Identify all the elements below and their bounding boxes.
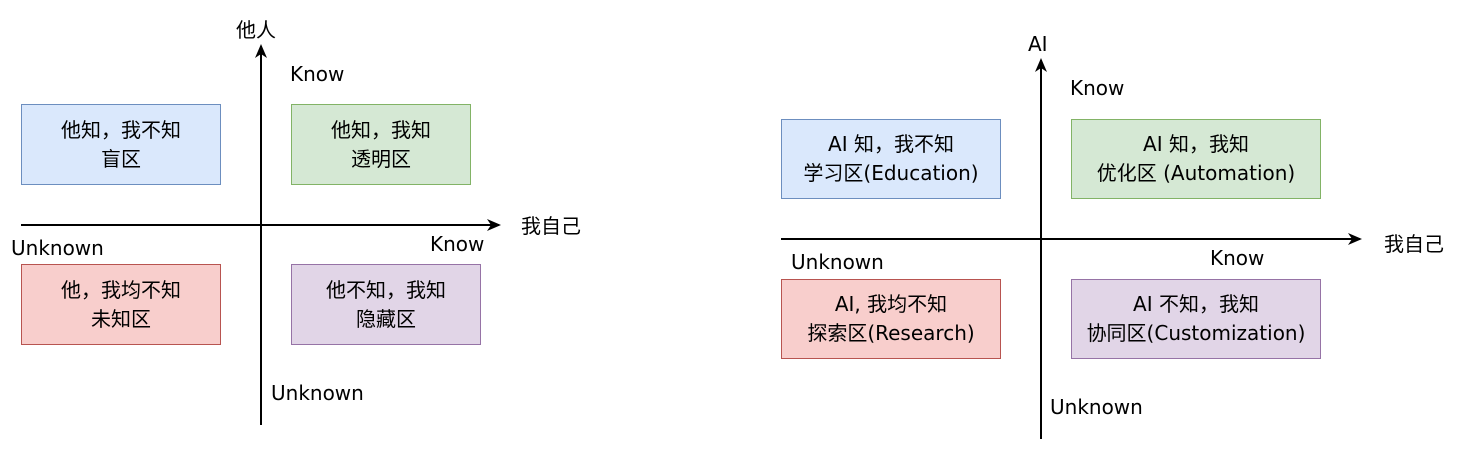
quadrant-line2: 协同区(Customization) [1086,321,1306,345]
y-axis-title: 他人 [236,18,276,42]
quadrant-open-area: 他知，我知 透明区 [291,104,471,185]
quadrant-line2: 隐藏区 [356,306,416,331]
quadrant-line1: AI 不知，我知 [1133,292,1259,316]
x-axis-unknown-label: Unknown [791,250,884,274]
quadrant-line2: 盲区 [101,146,141,171]
axes [781,58,1362,439]
quadrant-customization: AI 不知，我知 协同区(Customization) [1071,279,1321,359]
y-axis-unknown-label: Unknown [271,381,364,405]
quadrant-automation: AI 知，我知 优化区 (Automation) [1071,119,1321,199]
quadrant-line2: 透明区 [351,146,411,171]
ai-window-diagram: AI Know 我自己 Know Unknown Unknown AI 知，我不… [741,0,1482,456]
quadrant-education: AI 知，我不知 学习区(Education) [781,119,1001,199]
y-axis-know-label: Know [290,62,345,86]
johari-window-diagram: 他人 Know 我自己 Know Unknown Unknown 他知，我不知 … [11,18,581,425]
axes [21,44,501,425]
quadrant-line1: 他不知，我知 [326,277,446,302]
quadrant-line2: 优化区 (Automation) [1096,161,1296,185]
quadrant-research: AI, 我均不知 探索区(Research) [781,279,1001,359]
quadrant-line1: 他，我均不知 [61,277,181,302]
x-axis-know-label: Know [430,232,485,256]
quadrant-line2: 未知区 [91,306,151,331]
x-axis-unknown-label: Unknown [11,236,104,260]
quadrant-line1: 他知，我不知 [61,117,181,142]
x-axis-title: 我自己 [521,214,581,238]
quadrant-line2: 探索区(Research) [807,321,975,345]
x-axis-know-label: Know [1210,246,1265,270]
quadrant-line1: 他知，我知 [331,117,431,142]
y-axis-unknown-label: Unknown [1050,395,1143,419]
quadrant-unknown-area: 他，我均不知 未知区 [21,264,221,345]
quadrant-blind-area: 他知，我不知 盲区 [21,104,221,185]
quadrant-hidden-area: 他不知，我知 隐藏区 [291,264,481,345]
quadrant-line1: AI, 我均不知 [834,292,948,316]
y-axis-know-label: Know [1070,76,1125,100]
y-axis-title: AI [1028,32,1048,56]
quadrant-line1: AI 知，我知 [1143,132,1249,156]
quadrant-line2: 学习区(Education) [803,161,979,185]
x-axis-title: 我自己 [1384,232,1444,256]
quadrant-line1: AI 知，我不知 [828,132,954,156]
